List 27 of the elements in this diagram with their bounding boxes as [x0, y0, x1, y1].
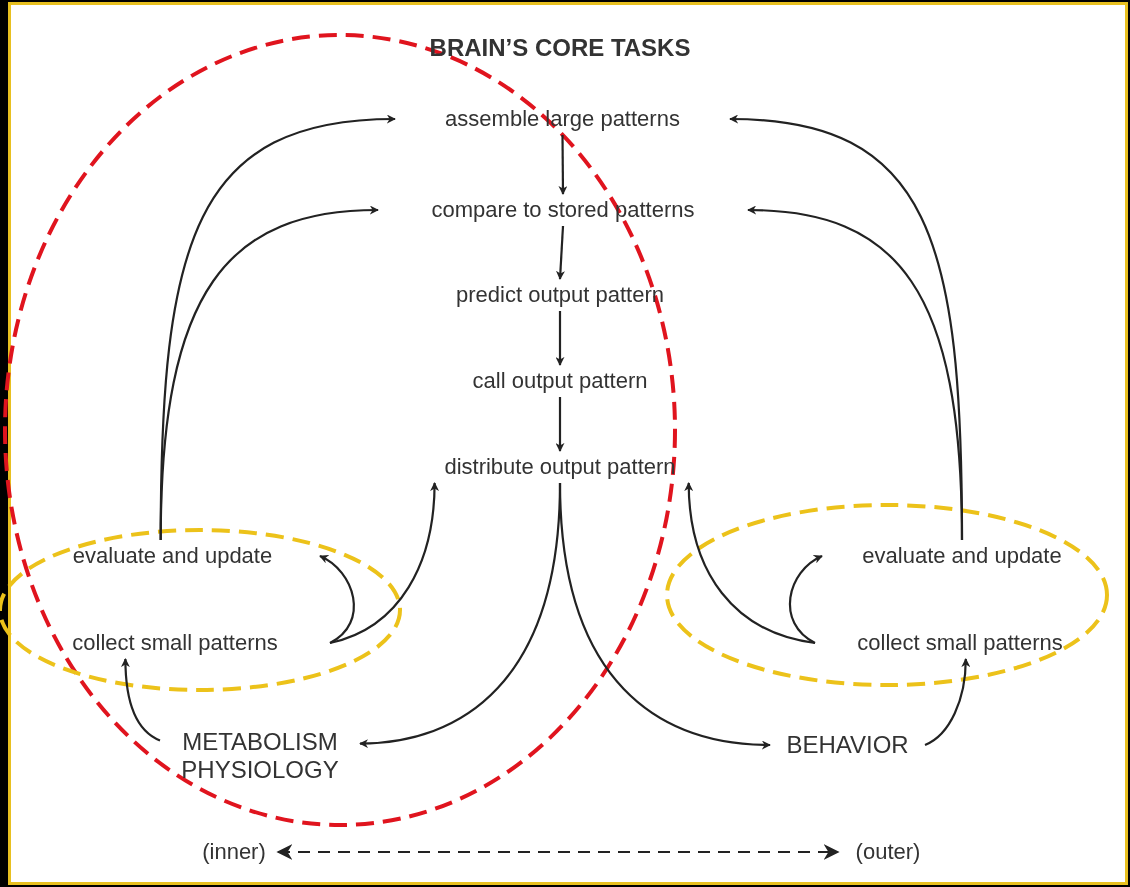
node-label: (outer) — [855, 839, 921, 865]
node-label: BEHAVIOR — [786, 731, 909, 759]
node-label: evaluate and update — [862, 543, 1062, 569]
dashed-arrow — [276, 844, 840, 860]
arrow — [121, 658, 161, 742]
node-label: evaluate and update — [72, 543, 273, 569]
node-label: (inner) — [202, 839, 266, 865]
node-label: collect small patterns — [72, 630, 278, 656]
arrow — [329, 482, 439, 645]
node-label: predict output pattern — [456, 282, 664, 308]
node-label: collect small patterns — [857, 630, 1063, 656]
arrow — [159, 205, 379, 541]
arrow — [555, 311, 565, 366]
arrow — [555, 397, 565, 452]
arrow — [558, 135, 568, 195]
arrow — [788, 555, 823, 644]
node-label: assemble large patterns — [445, 106, 680, 132]
arrow — [555, 225, 565, 280]
arrow — [558, 482, 771, 750]
diagram-title: BRAIN’S CORE TASKS — [428, 34, 692, 62]
arrow — [319, 555, 355, 644]
arrow — [924, 658, 971, 746]
arrow — [684, 482, 816, 645]
node-label: METABOLISM PHYSIOLOGY — [180, 728, 340, 784]
node-label: compare to stored patterns — [431, 197, 695, 223]
node-label: call output pattern — [472, 368, 648, 394]
arrow — [747, 205, 964, 541]
